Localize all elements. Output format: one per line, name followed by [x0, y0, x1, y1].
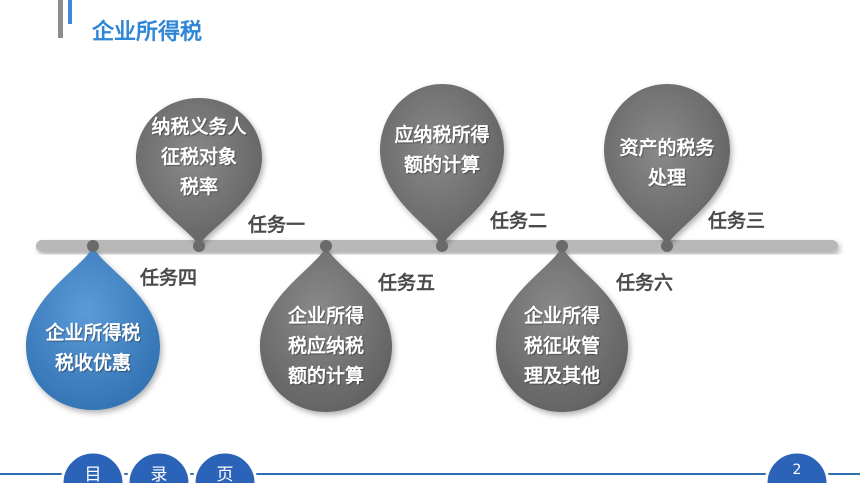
- drop-label-tax-incentives[interactable]: 企业所得税 税收优惠: [45, 322, 141, 374]
- title-accent-bar: [58, 0, 63, 38]
- drop-shape-4: [26, 246, 160, 410]
- drop-shape-1: [136, 98, 262, 246]
- nav-button-ye[interactable]: 页: [216, 465, 234, 483]
- drop-label-taxable-income[interactable]: 应纳税所得 额的计算: [394, 124, 490, 176]
- task-label-5: 任务五: [378, 272, 436, 294]
- page-number: 2: [792, 462, 802, 478]
- timeline-dot: [320, 240, 332, 252]
- timeline-dot: [556, 240, 568, 252]
- timeline-dot: [193, 240, 205, 252]
- footer-arc-3: [192, 450, 258, 483]
- timeline-dot: [661, 240, 673, 252]
- footer-arc-1: [60, 450, 126, 483]
- timeline-dot: [436, 240, 448, 252]
- drop-shape-6: [496, 246, 628, 412]
- page-title: 企业所得税: [92, 20, 203, 45]
- footer-arc-2: [126, 450, 192, 483]
- drop-shape-3: [604, 84, 730, 246]
- task-label-1: 任务一: [248, 214, 306, 236]
- drop-shape-2: [380, 84, 504, 246]
- drop-label-collection-management[interactable]: 企业所得 税征收管 理及其他: [523, 305, 600, 387]
- drop-shape-5: [260, 246, 392, 412]
- drop-label-tax-payer[interactable]: 纳税义务人 征税对象 税率: [151, 116, 247, 198]
- drop-label-asset-tax[interactable]: 资产的税务 处理: [619, 137, 715, 189]
- nav-button-lu[interactable]: 录: [150, 465, 168, 483]
- timeline-dot: [87, 240, 99, 252]
- task-label-4: 任务四: [140, 267, 198, 289]
- drop-label-tax-payable[interactable]: 企业所得 税应纳税 额的计算: [287, 305, 364, 387]
- task-label-6: 任务六: [616, 272, 674, 294]
- title-accent-bar-blue: [68, 0, 72, 24]
- nav-button-mu[interactable]: 目: [84, 465, 102, 483]
- footer-arc-page: [764, 450, 830, 483]
- task-label-2: 任务二: [490, 210, 548, 232]
- task-label-3: 任务三: [708, 210, 766, 232]
